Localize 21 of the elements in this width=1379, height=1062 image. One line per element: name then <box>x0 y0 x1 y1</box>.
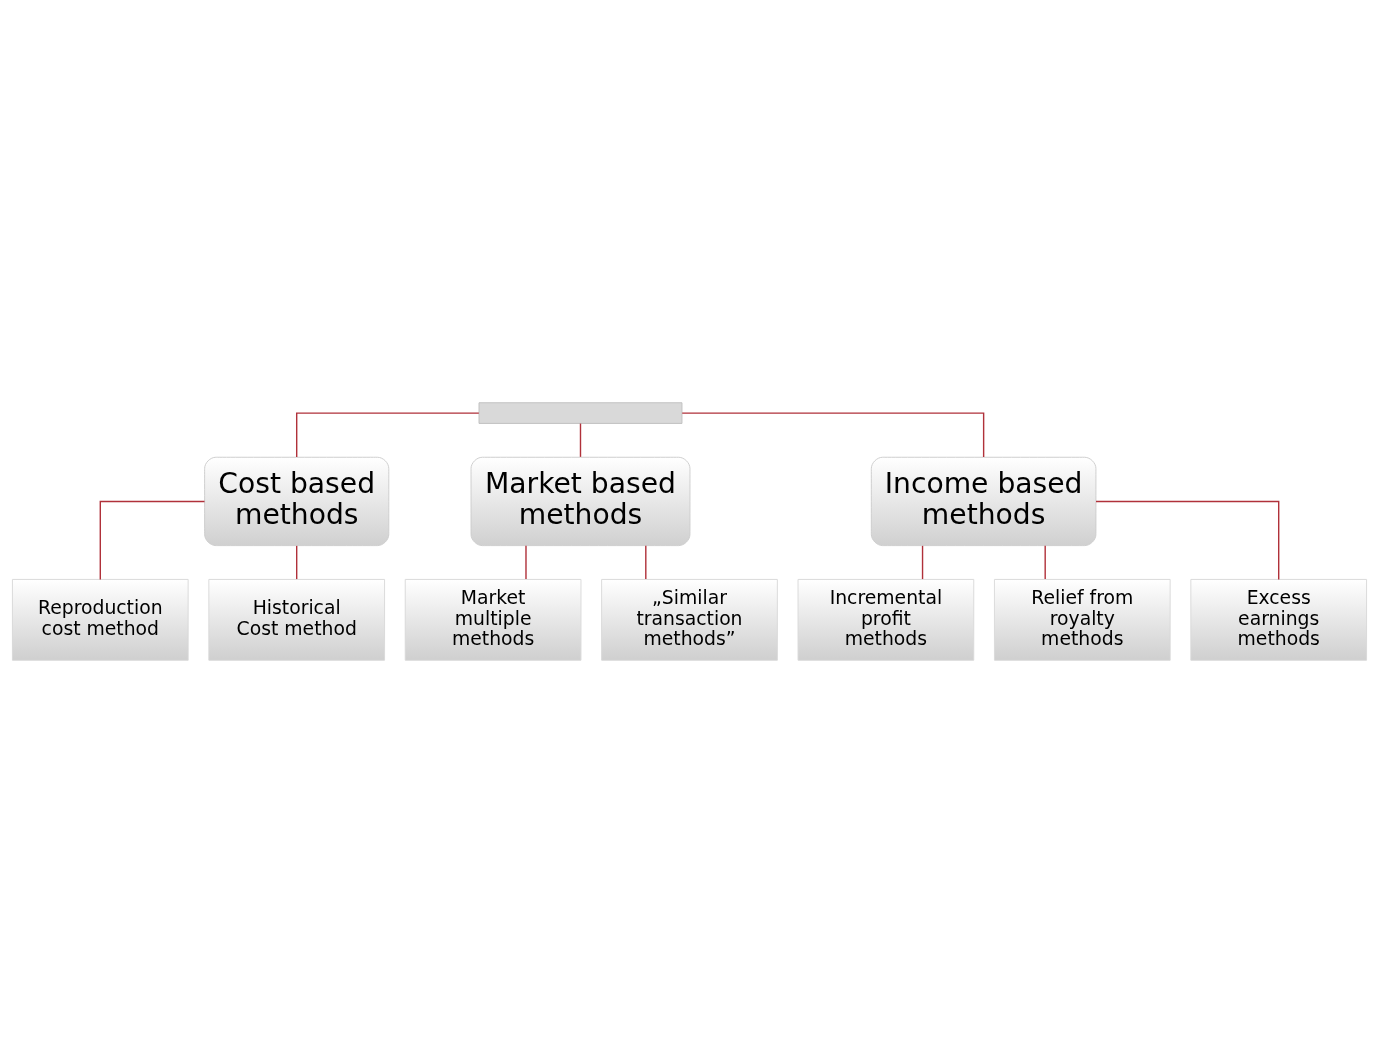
node-box: Income based methods <box>870 456 1097 546</box>
node-box: „Similar transaction methods” <box>601 578 778 661</box>
node-box <box>478 401 683 424</box>
connector <box>1044 544 1046 580</box>
connector <box>921 544 924 580</box>
node-box: Reproduction cost method <box>11 578 189 661</box>
connector <box>296 544 298 580</box>
node-box: Market based methods <box>470 456 691 546</box>
node-box: Cost based methods <box>204 456 390 546</box>
connector <box>99 500 206 580</box>
node-box: Excess earnings methods <box>1190 578 1368 661</box>
connector <box>681 411 985 458</box>
node-box: Relief from royalty methods <box>993 578 1171 661</box>
connector <box>296 411 480 458</box>
node-box: Market multiple methods <box>404 578 582 661</box>
node-box: Historical Cost method <box>208 578 386 661</box>
connector <box>525 544 527 580</box>
connector <box>1095 500 1280 580</box>
node-box: Incremental profit methods <box>797 578 975 661</box>
connector <box>579 422 582 458</box>
connector <box>645 544 647 580</box>
